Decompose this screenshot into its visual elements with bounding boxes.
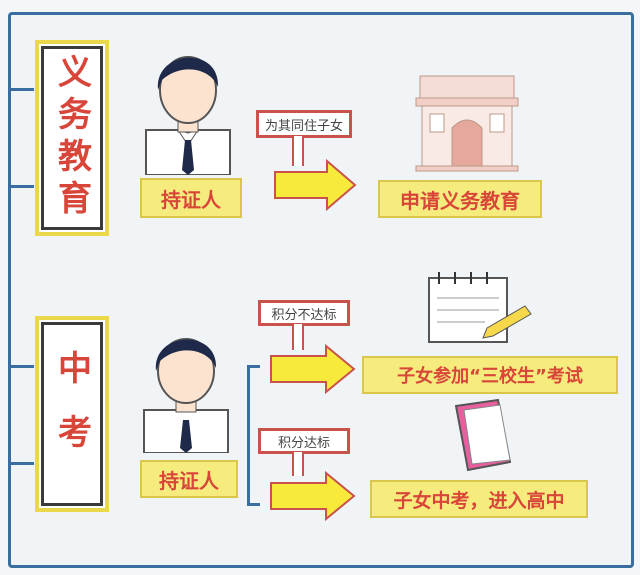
connector <box>292 452 304 476</box>
condition-tag: 为其同住子女 <box>256 110 352 138</box>
arrow-right-icon <box>270 343 356 395</box>
section-title: 义务教育 <box>51 54 92 222</box>
holder-label: 持证人 <box>140 178 242 218</box>
result-fail-label: 子女参加“三校生”考试 <box>362 356 618 394</box>
notepad-pencil-icon <box>428 272 532 343</box>
section-title-box: 中考 <box>35 316 109 512</box>
section-title-box: 义务教育 <box>35 40 109 236</box>
result-pass-label: 子女中考，进入高中 <box>370 480 588 518</box>
bracket <box>247 365 260 506</box>
frame-tick <box>8 185 34 188</box>
book-icon <box>454 398 512 472</box>
condition-fail-tag: 积分不达标 <box>258 300 350 326</box>
result-label: 申请义务教育 <box>378 180 542 218</box>
arrow-right-icon <box>270 470 356 522</box>
condition-pass-tag: 积分达标 <box>258 428 350 454</box>
frame-tick <box>8 462 34 465</box>
diagram-frame <box>8 12 634 568</box>
frame-tick <box>8 88 34 91</box>
person-icon <box>145 56 231 175</box>
person-icon <box>143 338 229 453</box>
arrow-right-icon <box>274 158 357 212</box>
section-title: 中考 <box>51 350 92 478</box>
holder-label: 持证人 <box>140 460 238 498</box>
school-building-icon <box>415 75 519 172</box>
connector <box>292 136 304 166</box>
frame-tick <box>8 365 34 368</box>
connector <box>292 324 304 350</box>
